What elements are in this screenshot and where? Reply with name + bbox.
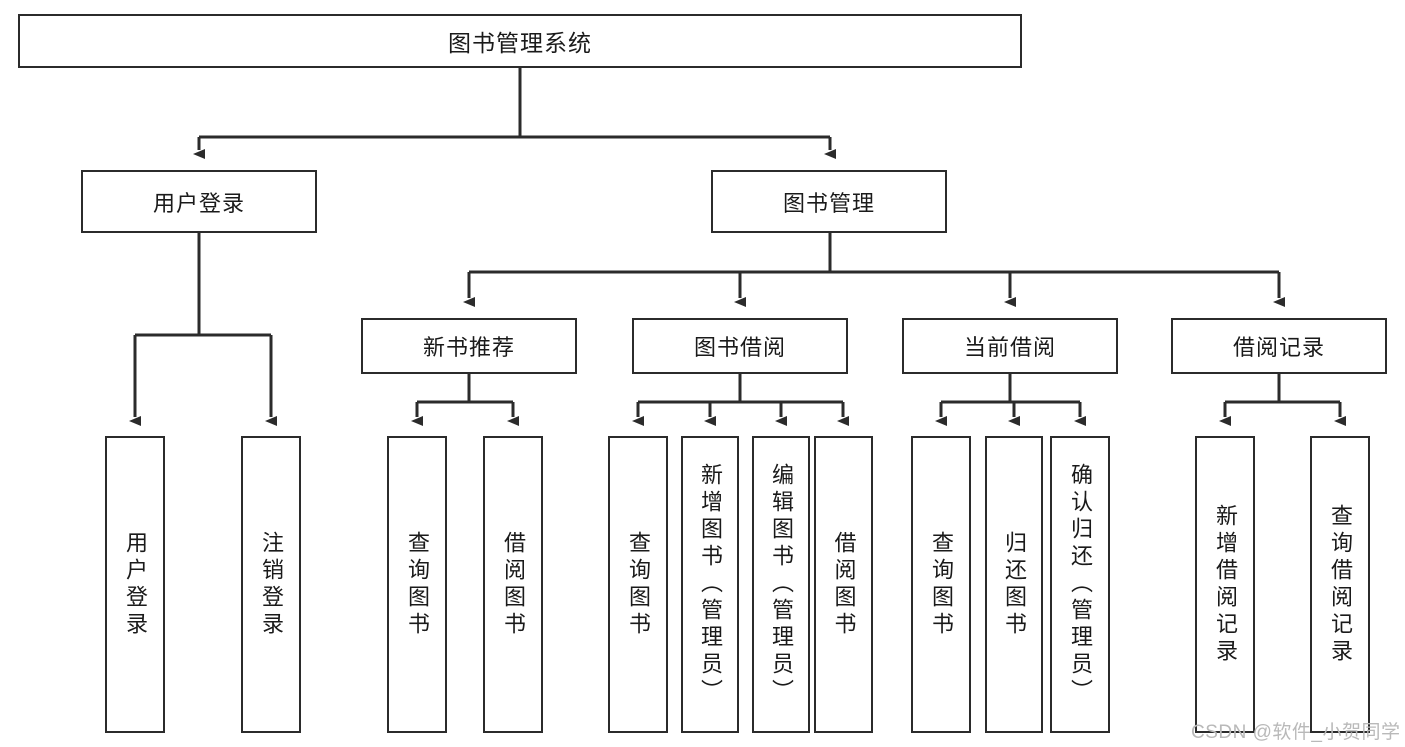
leaf-new-book-query[interactable]: 查询图书 — [387, 436, 447, 733]
leaf-book-borrow-edit[interactable]: 编辑图书（管理员） — [752, 436, 810, 733]
node-new-book-recommend[interactable]: 新书推荐 — [361, 318, 577, 374]
node-new-book-recommend-label: 新书推荐 — [422, 335, 515, 360]
leaf-current-borrow-confirm[interactable]: 确认归还（管理员） — [1050, 436, 1110, 733]
leaf-label: 查询图书 — [929, 530, 954, 639]
node-current-borrow-label: 当前借阅 — [963, 335, 1056, 360]
leaf-borrow-record-query[interactable]: 查询借阅记录 — [1310, 436, 1370, 733]
leaf-label: 新增借阅记录 — [1213, 503, 1238, 666]
node-root[interactable]: 图书管理系统 — [18, 14, 1022, 68]
leaf-label: 归还图书 — [1002, 530, 1027, 639]
leaf-label: 注销登录 — [259, 530, 284, 639]
node-borrow-record-label: 借阅记录 — [1232, 335, 1325, 360]
leaf-label: 确认归还（管理员） — [1068, 463, 1093, 706]
leaf-label: 编辑图书（管理员） — [769, 463, 794, 706]
node-user-login-label: 用户登录 — [152, 190, 245, 216]
leaf-label: 查询借阅记录 — [1328, 503, 1353, 666]
node-book-manage[interactable]: 图书管理 — [711, 170, 947, 233]
node-book-borrow-label: 图书借阅 — [693, 335, 786, 360]
node-user-login[interactable]: 用户登录 — [81, 170, 317, 233]
leaf-new-book-borrow[interactable]: 借阅图书 — [483, 436, 543, 733]
leaf-current-borrow-return[interactable]: 归还图书 — [985, 436, 1043, 733]
leaf-label: 查询图书 — [405, 530, 430, 639]
node-borrow-record[interactable]: 借阅记录 — [1171, 318, 1387, 374]
leaf-label: 用户登录 — [123, 530, 148, 639]
leaf-borrow-record-add[interactable]: 新增借阅记录 — [1195, 436, 1255, 733]
node-root-label: 图书管理系统 — [448, 30, 592, 56]
leaf-label: 借阅图书 — [501, 530, 526, 639]
leaf-book-borrow-add[interactable]: 新增图书（管理员） — [681, 436, 739, 733]
leaf-book-borrow-borrow[interactable]: 借阅图书 — [814, 436, 873, 733]
leaf-user-login-login[interactable]: 用户登录 — [105, 436, 165, 733]
leaf-label: 新增图书（管理员） — [698, 463, 723, 706]
leaf-label: 借阅图书 — [831, 530, 857, 639]
node-current-borrow[interactable]: 当前借阅 — [902, 318, 1118, 374]
node-book-manage-label: 图书管理 — [782, 190, 875, 216]
leaf-current-borrow-query[interactable]: 查询图书 — [911, 436, 971, 733]
leaf-user-login-logout[interactable]: 注销登录 — [241, 436, 301, 733]
leaf-book-borrow-query[interactable]: 查询图书 — [608, 436, 668, 733]
leaf-label: 查询图书 — [626, 530, 651, 639]
node-book-borrow[interactable]: 图书借阅 — [632, 318, 848, 374]
csdn-watermark: CSDN @软件_小贺同学 — [1191, 722, 1401, 743]
